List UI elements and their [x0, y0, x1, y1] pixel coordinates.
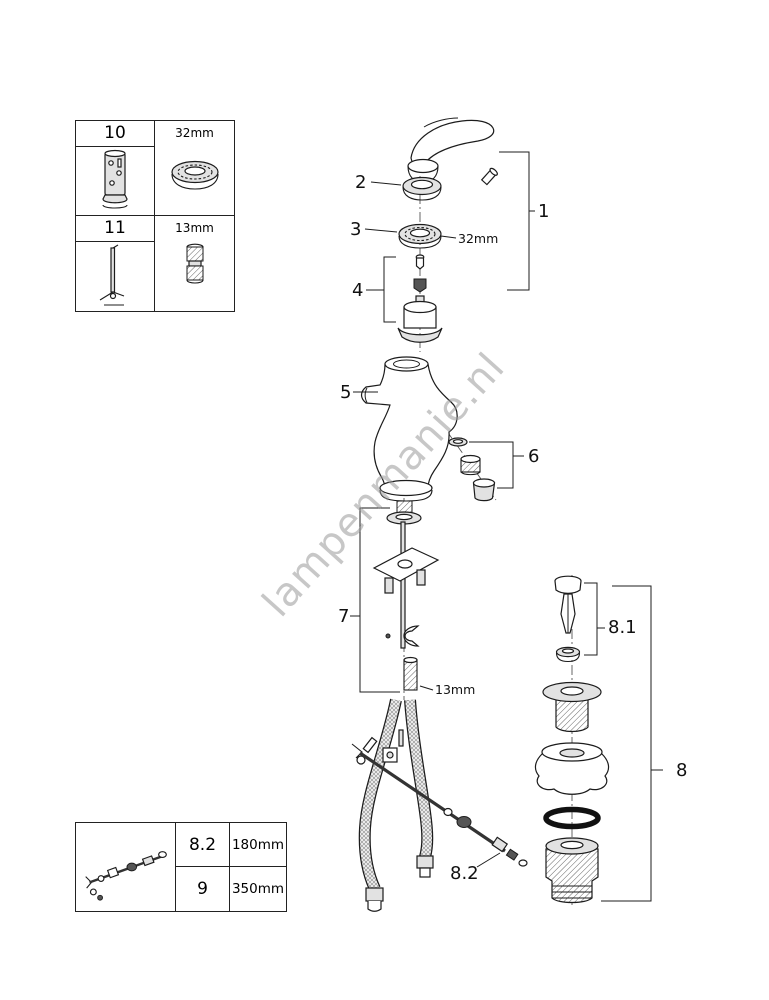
callout-8-1: 8.1: [608, 617, 637, 638]
callout-7: 7: [338, 606, 349, 627]
aerator-housing: [472, 478, 496, 502]
pivot-hardware: [356, 729, 404, 765]
knob-washer: [555, 646, 581, 663]
pop-up-rod: [351, 743, 528, 867]
callout-8-1-bracket: [584, 582, 598, 656]
pin-wrench-icon: [99, 244, 125, 306]
callout-8: 8: [676, 760, 687, 781]
callout-3-dimension: 32mm: [458, 231, 498, 246]
socket-bit-icon: [185, 243, 204, 284]
pop-up-knob: [554, 575, 582, 634]
base-washer: [386, 511, 422, 525]
legend-table-top: 10 32mm 11: [75, 120, 235, 312]
callout-4: 4: [352, 280, 363, 301]
drain-tailpiece: [545, 837, 599, 904]
callout-8-2: 8.2: [450, 863, 479, 884]
legend-cell-part-11: 11: [76, 216, 155, 311]
part-10-dimension: 32mm: [175, 126, 214, 140]
callout-8-bracket: [601, 585, 652, 902]
fixing-stud: [403, 656, 418, 691]
mounting-bracket: [372, 547, 440, 594]
escutcheon-ring: [402, 176, 442, 201]
drain-flange: [542, 681, 602, 733]
callout-8-2-leader: [476, 852, 501, 868]
cartridge-tool-icon: [102, 149, 128, 209]
legend-part-9: 9: [176, 867, 230, 911]
lever-handle: [407, 117, 495, 183]
supply-hose-right: [404, 699, 434, 878]
legend-cell-rod-drawing: [76, 823, 176, 911]
aerator-insert: [460, 454, 481, 476]
callout-7-bracket: [359, 507, 400, 693]
callout-3: 3: [350, 219, 361, 240]
legend-cell-dim-13mm: 13mm: [155, 216, 234, 311]
callout-7-dimension: 13mm: [435, 682, 475, 697]
faucet-body: [360, 356, 458, 502]
cartridge-cap: [413, 278, 427, 293]
handle-screw: [480, 167, 498, 186]
supply-hose-left: [358, 698, 402, 912]
pop-up-rod-icon: [84, 851, 167, 901]
cartridge-screw: [415, 254, 425, 270]
callout-7-dim-leader: [419, 685, 434, 691]
legend-part-8-2-length: 180mm: [230, 823, 286, 867]
callout-6: 6: [528, 446, 539, 467]
legend-table-bottom: 8.2 180mm 9 350mm: [75, 822, 287, 912]
callout-6-bracket: [469, 441, 514, 489]
callout-1-bracket: [499, 151, 530, 291]
plastic-locknut: [534, 742, 610, 795]
faucet-shank: [396, 500, 413, 514]
callout-2-leader: [370, 181, 402, 186]
cartridge: [397, 295, 443, 343]
callout-3-leader: [364, 228, 398, 233]
horseshoe-clip: [385, 625, 420, 647]
ring-seal-icon: [170, 160, 219, 190]
callout-2: 2: [355, 172, 366, 193]
threaded-rod: [400, 521, 406, 649]
legend-cell-part-10: 10: [76, 121, 155, 216]
aerator-seal: [448, 437, 468, 447]
legend-part-9-length: 350mm: [231, 881, 285, 897]
part-number-10: 10: [76, 121, 154, 147]
callout-5: 5: [340, 382, 351, 403]
callout-4-bracket: [383, 256, 396, 323]
legend-part-8-2: 8.2: [176, 823, 230, 867]
callout-1: 1: [538, 201, 549, 222]
part-number-11: 11: [76, 216, 154, 242]
threaded-mounting-ring: [398, 223, 442, 249]
part-11-dimension: 13mm: [175, 221, 214, 235]
legend-cell-dim-32mm: 32mm: [155, 121, 234, 216]
callout-3-dim-leader: [440, 235, 457, 239]
o-ring-seal: [543, 806, 601, 830]
